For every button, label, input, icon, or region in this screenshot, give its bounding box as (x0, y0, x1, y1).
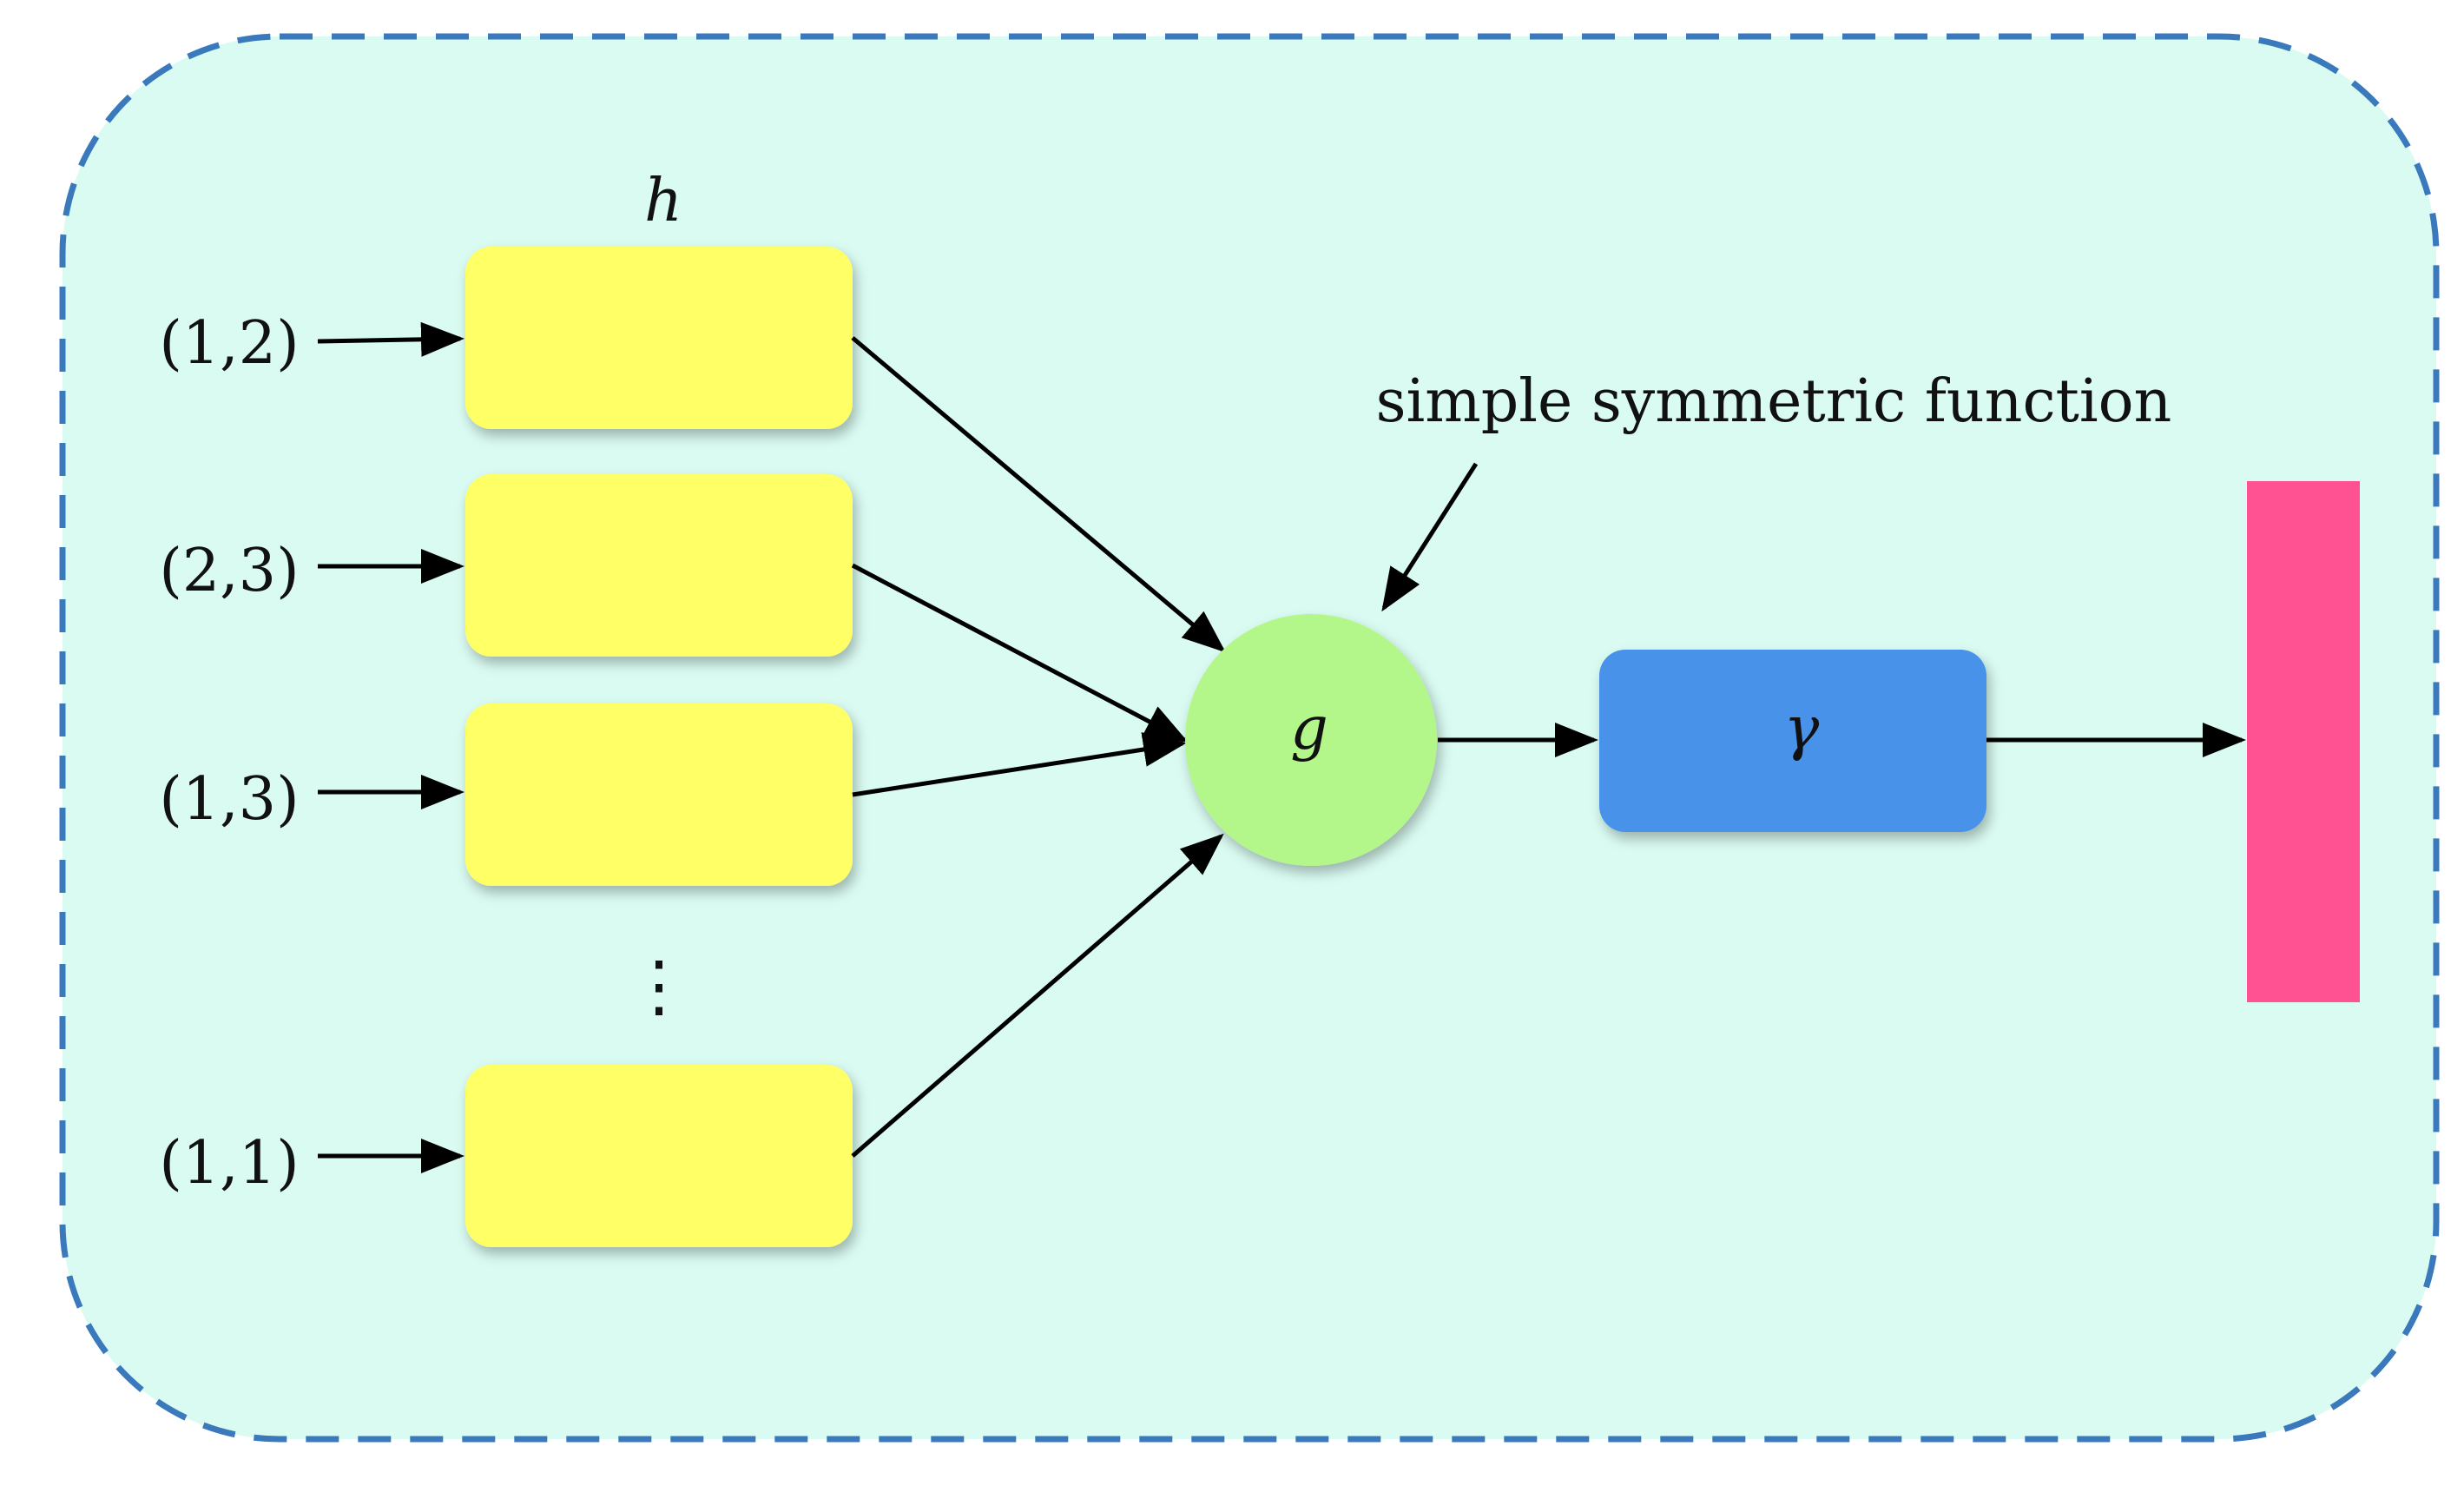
g-node (1185, 614, 1437, 866)
g-label: g (1290, 695, 1328, 763)
annotation-arrow (1381, 462, 1479, 612)
input-pair-label: (1,1) (159, 1129, 299, 1198)
h-to-g-arrow (851, 833, 1224, 1158)
h-block (465, 474, 853, 657)
input-pair-label: (1,3) (159, 765, 299, 834)
h-block (465, 247, 853, 429)
gamma-block (1599, 650, 1986, 832)
input-arrow (317, 321, 464, 357)
h-block (465, 1065, 853, 1247)
input-pair-label: (2,3) (159, 537, 299, 605)
h-block (465, 703, 853, 886)
input-pair-label: (1,2) (159, 309, 299, 378)
output-vector-bar (2247, 481, 2360, 1002)
annotation-label: simple symmetric function (1376, 367, 2172, 436)
ellipsis: ⋮ (625, 948, 693, 1026)
h-function-label: h (644, 167, 682, 235)
h-to-g-arrow (852, 732, 1187, 797)
h-to-g-arrow (851, 563, 1189, 743)
gamma-label: γ (1784, 695, 1820, 763)
h-to-g-arrow (851, 336, 1226, 653)
